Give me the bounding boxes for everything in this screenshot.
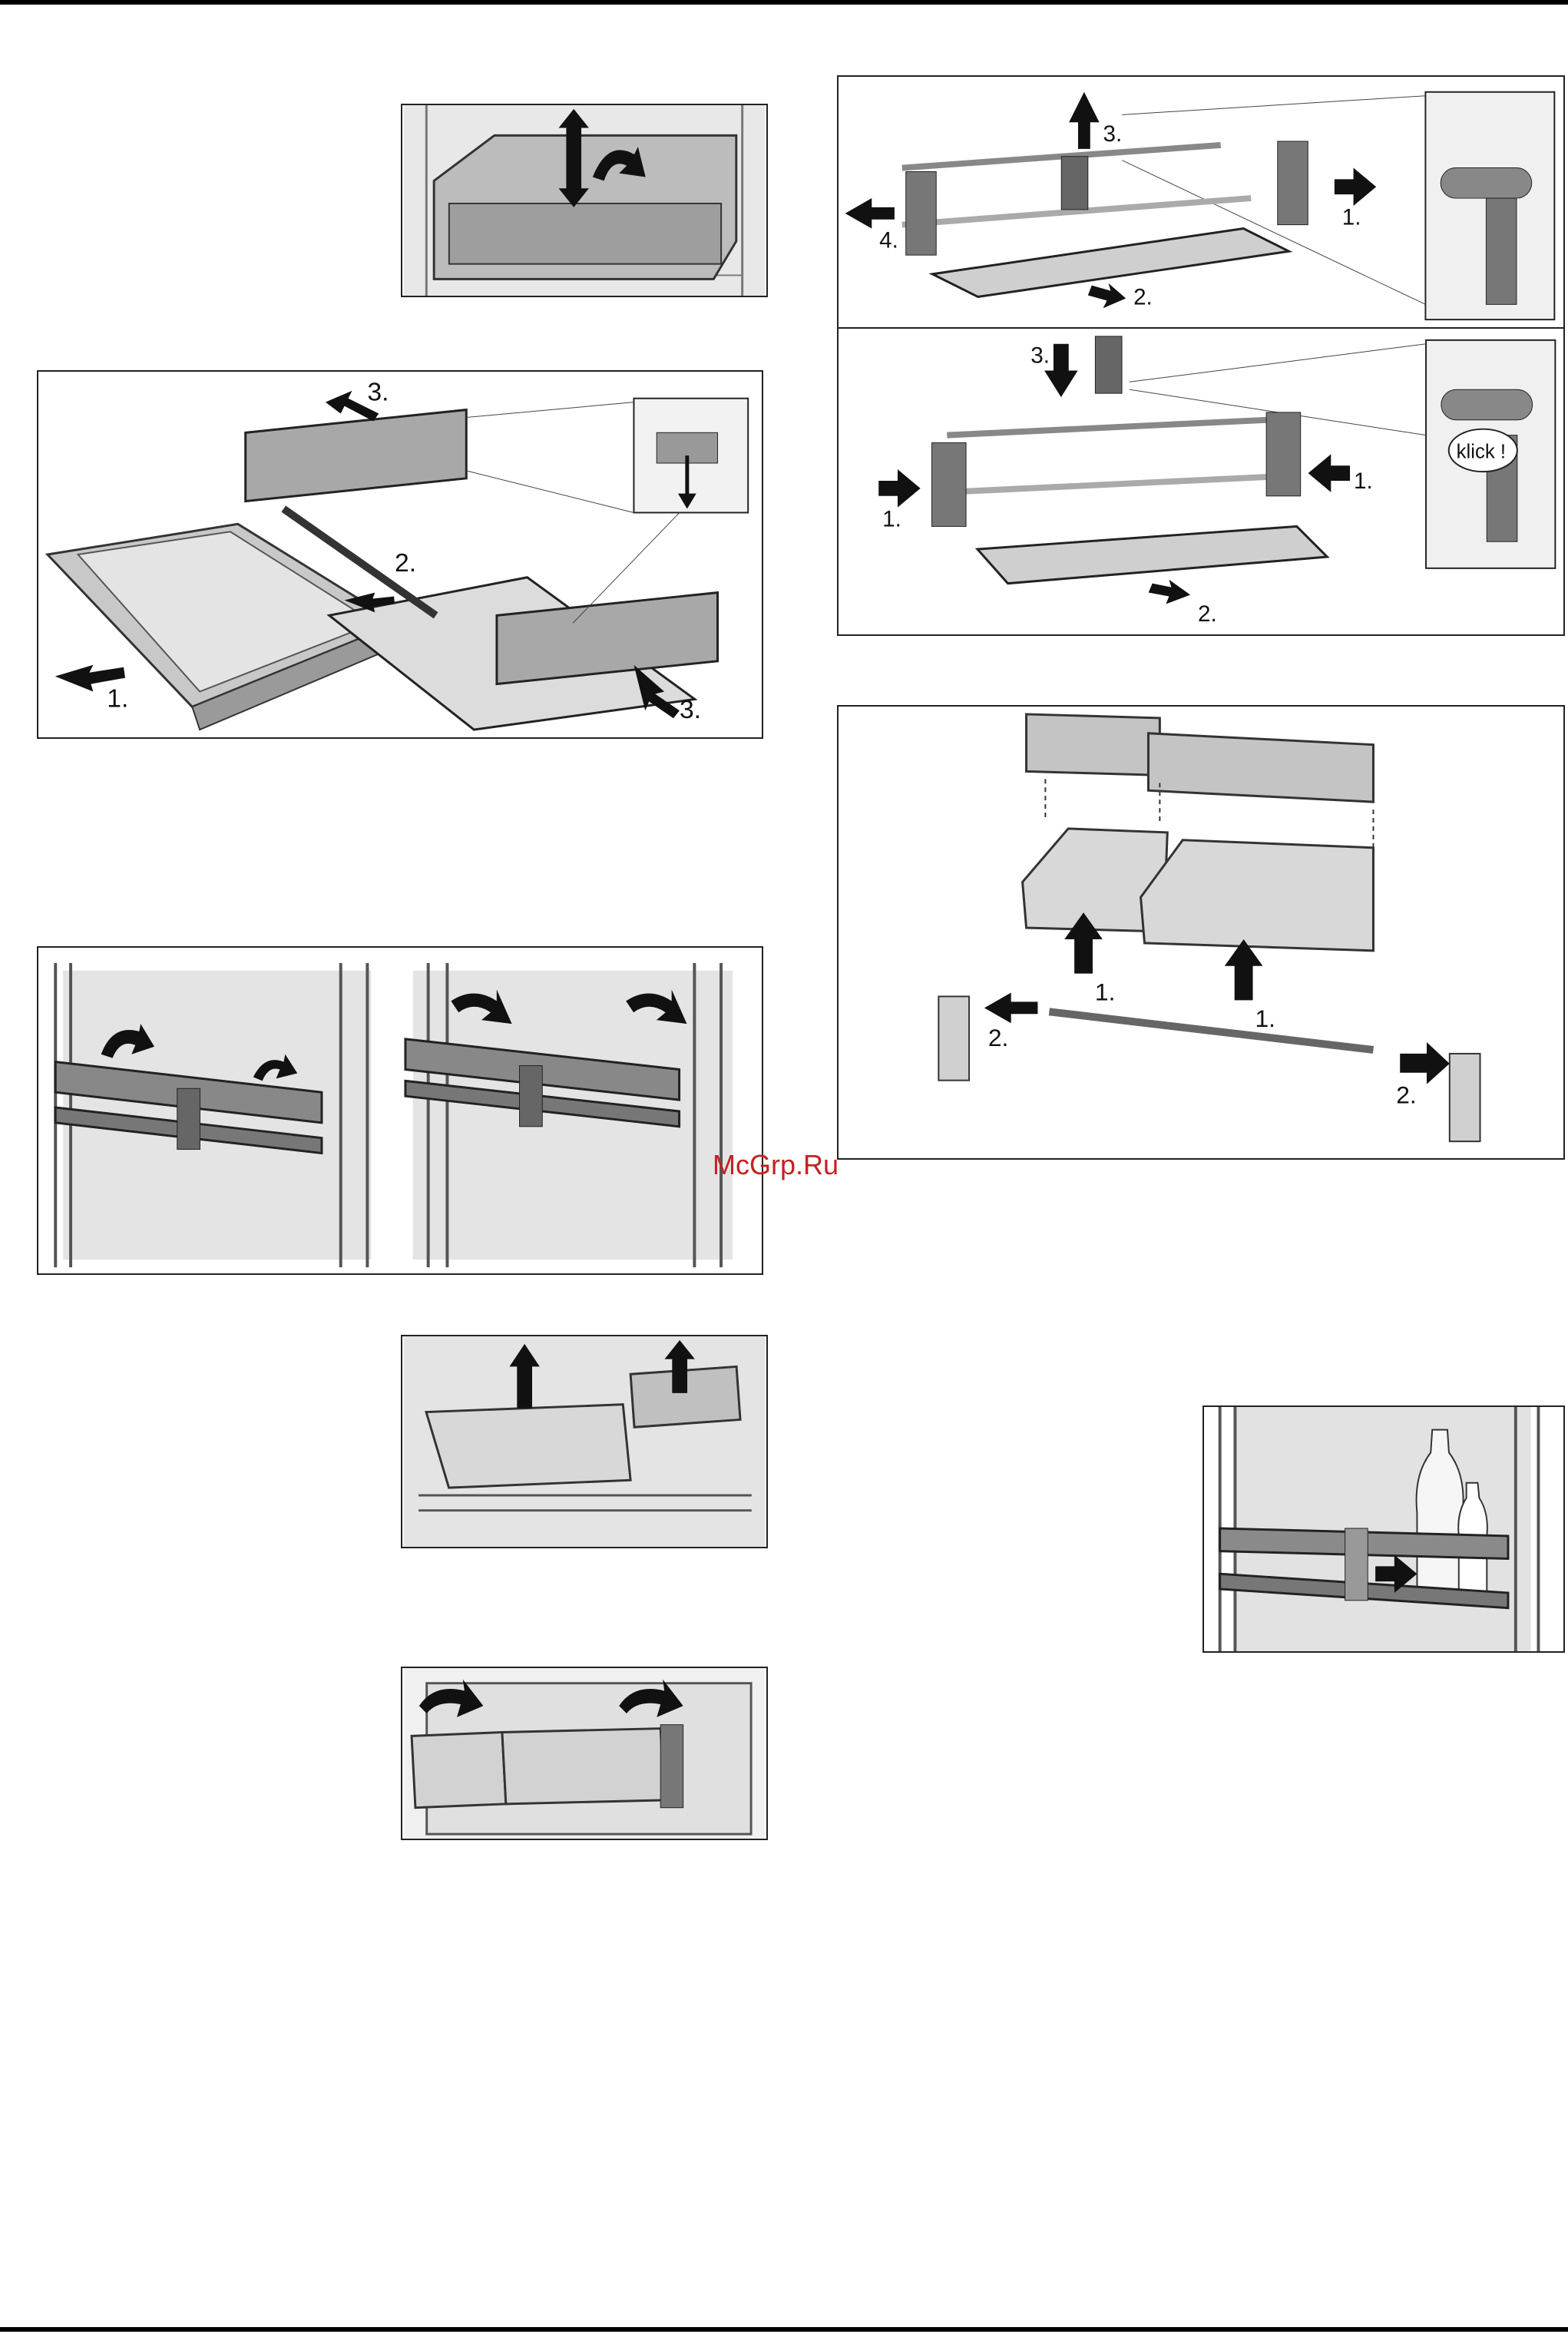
right-arrow-icon [1400, 1042, 1450, 1084]
rail-install-illustration: klick ! 3. 1. 1. 2. [839, 329, 1563, 634]
label-step-2: 2. [1133, 284, 1153, 310]
label-step-3: 3. [680, 695, 701, 724]
label-step-1: 1. [1255, 1005, 1276, 1032]
drawer-disassembly-illustration: 1. 2. 3. 3. [38, 372, 762, 737]
figure-door-bins: 1. 1. 2. 2. [837, 705, 1565, 1160]
label-step-2: 2. [1198, 601, 1217, 627]
label-step-1: 1. [107, 684, 128, 713]
label-step-1: 1. [1342, 205, 1361, 230]
label-step-3: 3. [1103, 121, 1123, 147]
figure-shelf-rail [37, 946, 763, 1275]
label-step-4: 4. [879, 227, 898, 253]
rod [1049, 1011, 1373, 1050]
top-rule [0, 0, 1568, 5]
figure-drawer-lift [401, 104, 768, 297]
left-arrow-icon [845, 198, 895, 229]
box-removal-illustration [402, 1336, 766, 1547]
figure-rail-removal: 3. 4. 2. 1. [837, 75, 1565, 329]
figure-drawer-disassembly: 1. 2. 3. 3. [37, 370, 763, 739]
shelf-rail-illustration [38, 948, 762, 1273]
right-arrow-icon [878, 469, 920, 508]
figure-bottle-holder [1202, 1405, 1565, 1653]
up-arrow-icon [1069, 92, 1100, 149]
label-step-1: 1. [882, 506, 901, 531]
label-step-2: 2. [1396, 1081, 1417, 1108]
label-step-3: 3. [367, 378, 389, 407]
bracket-left [246, 410, 467, 502]
label-step-2: 2. [395, 548, 416, 578]
figure-door-box [401, 1667, 768, 1840]
right-arrow-icon [1335, 168, 1376, 206]
up-left-arrow-icon [1149, 580, 1190, 604]
figure-box-removal [401, 1335, 768, 1548]
rail-removal-illustration: 3. 4. 2. 1. [839, 77, 1563, 327]
figure-rail-install: klick ! 3. 1. 1. 2. [837, 327, 1565, 636]
door-box-illustration [402, 1668, 766, 1839]
door-bins-illustration: 1. 1. 2. 2. [839, 707, 1563, 1158]
label-step-1: 1. [1095, 978, 1116, 1005]
left-arrow-icon [984, 992, 1038, 1023]
label-step-2: 2. [988, 1024, 1009, 1051]
down-right-arrow-icon [1088, 283, 1126, 309]
glass-shelf [978, 526, 1327, 583]
watermark: McGrp.Ru [713, 1149, 839, 1181]
up-arrow-icon [1225, 939, 1263, 1000]
bottle-holder-illustration [1204, 1407, 1563, 1651]
label-step-1: 1. [1354, 468, 1373, 494]
label-step-3: 3. [1030, 343, 1050, 369]
drawer-lift-illustration [402, 105, 766, 296]
klick-text: klick ! [1457, 441, 1506, 462]
bottom-rule [0, 2327, 1568, 2332]
left-arrow-icon [1308, 454, 1350, 492]
